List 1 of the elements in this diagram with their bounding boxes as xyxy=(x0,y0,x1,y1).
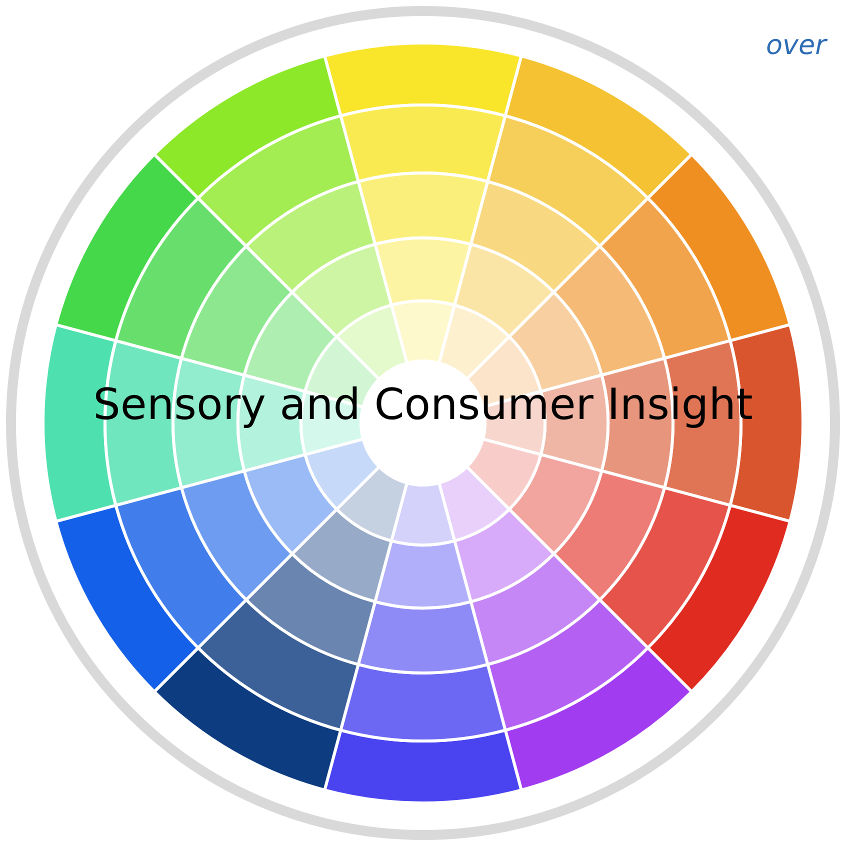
note-text: over xyxy=(766,30,826,61)
